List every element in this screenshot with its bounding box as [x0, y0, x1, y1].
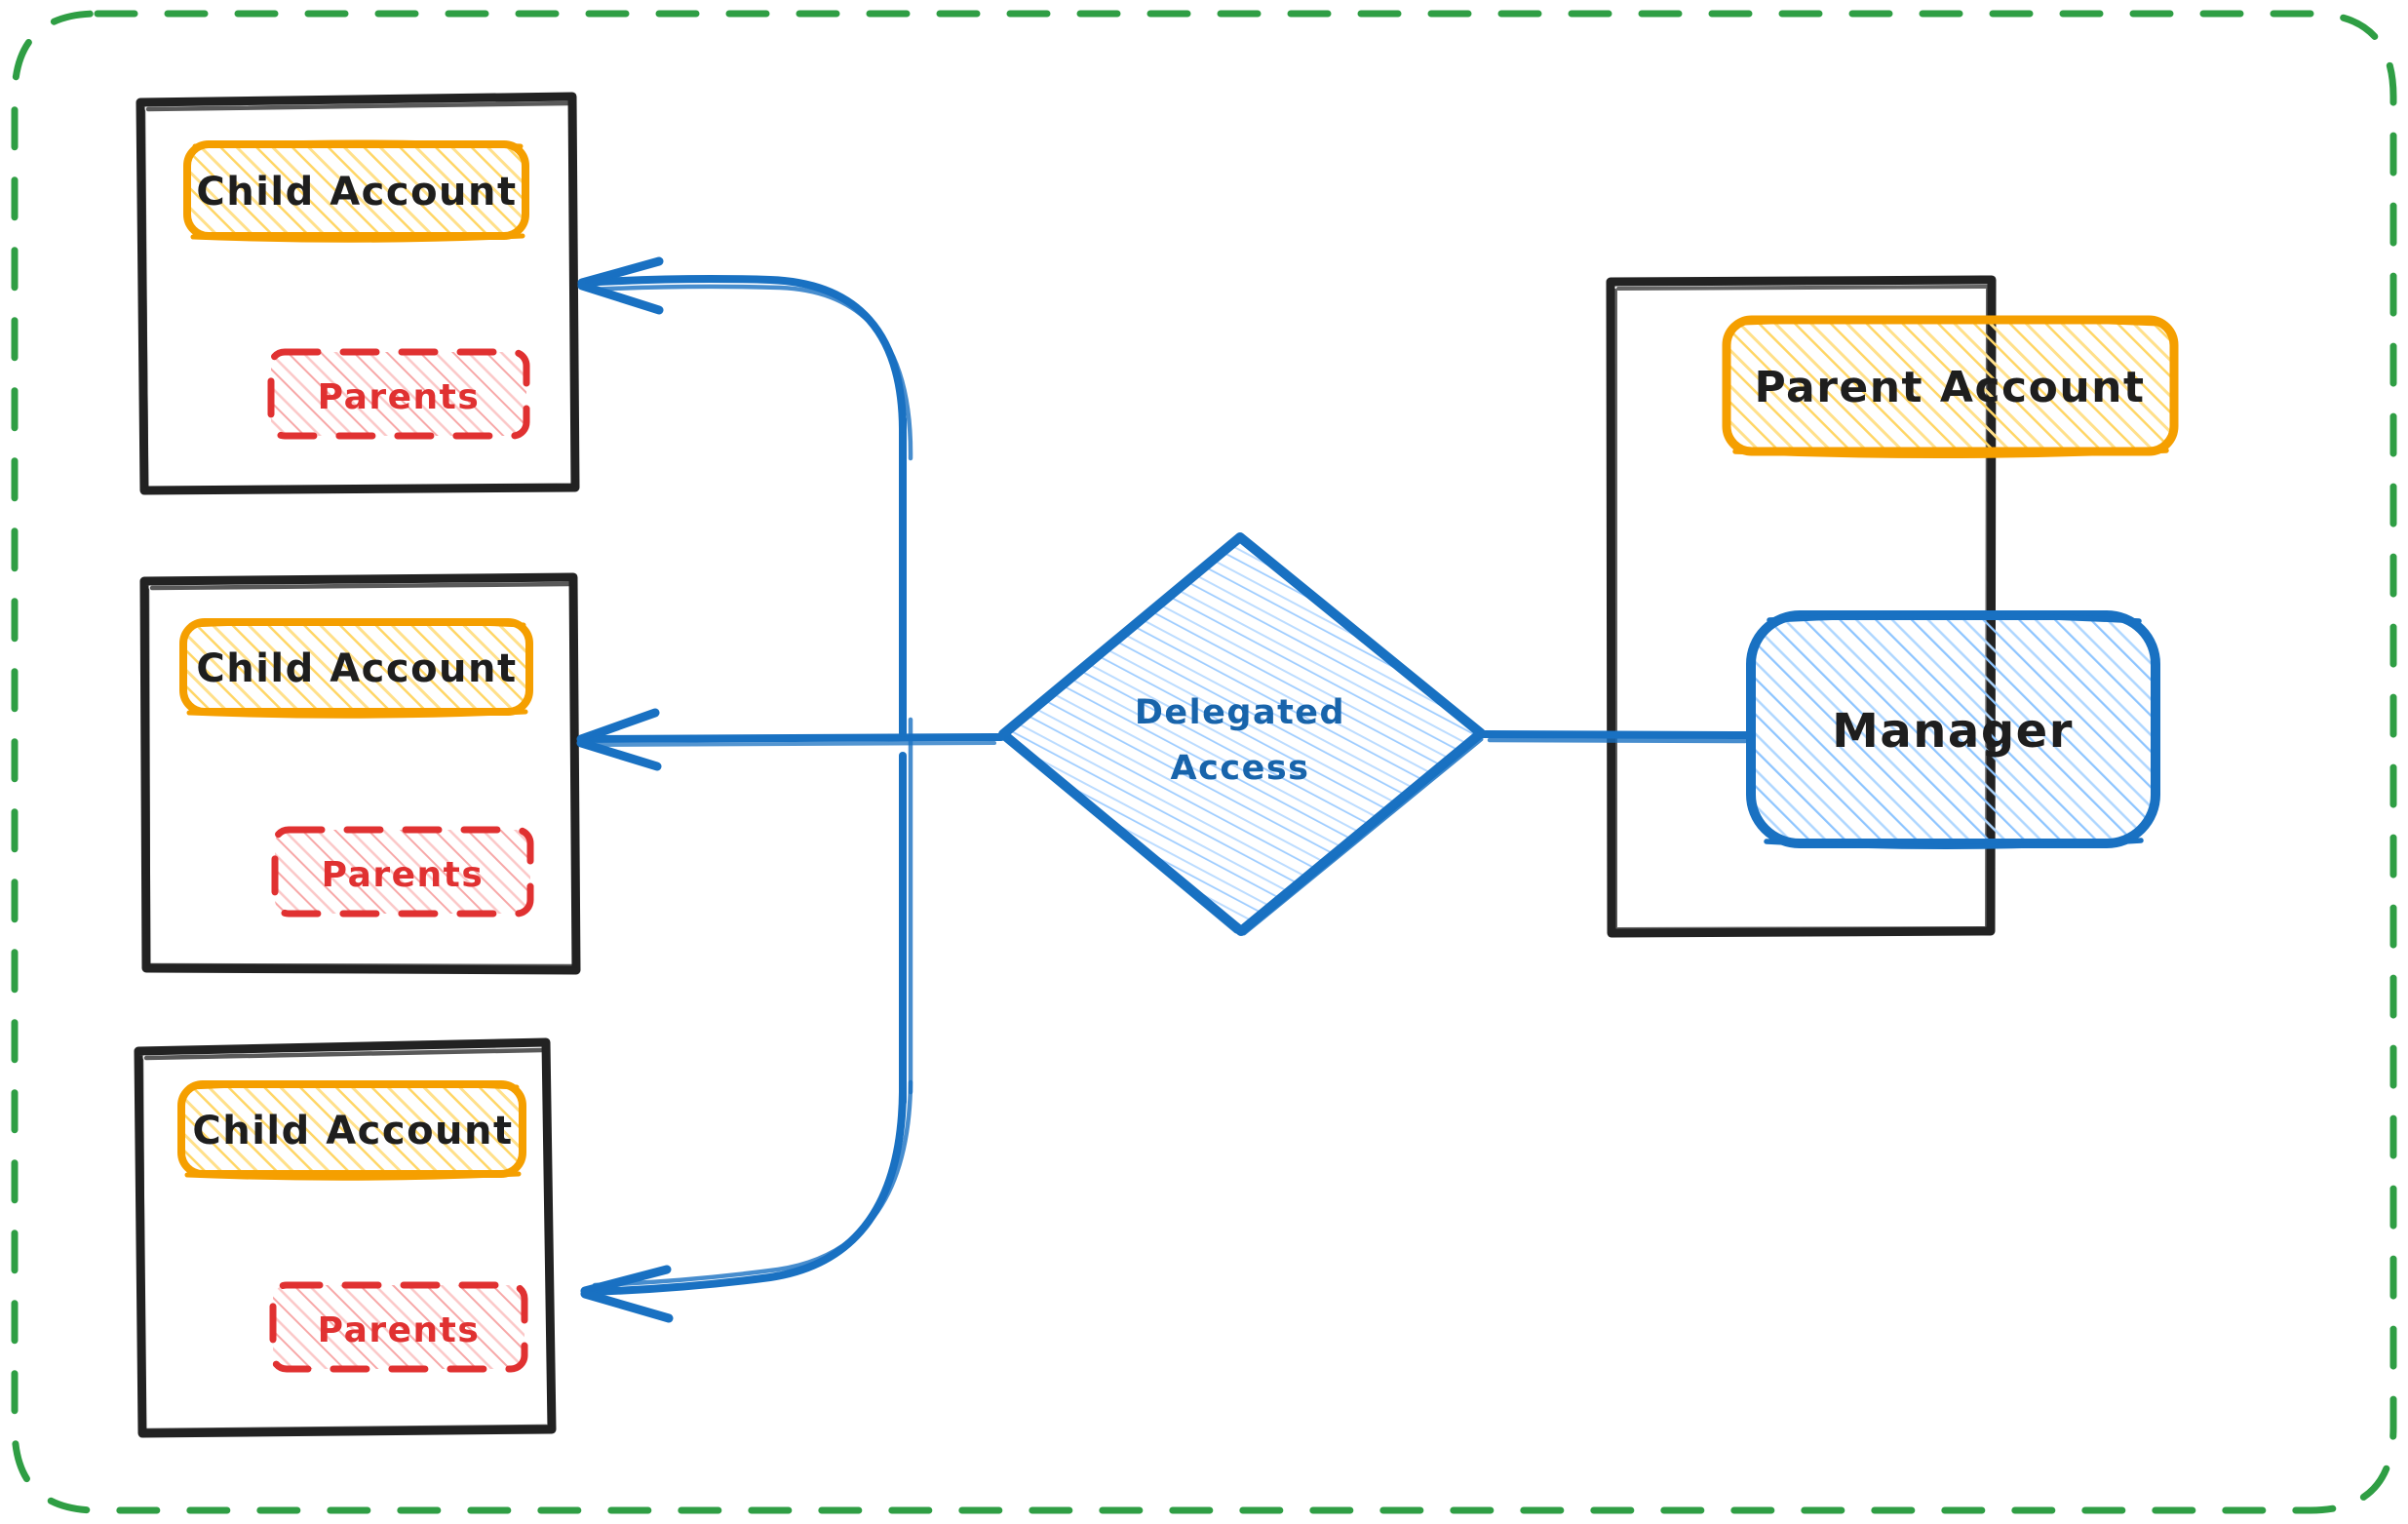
- parent-account-box[interactable]: [1722, 315, 2179, 459]
- child-account-label-2: Child Account: [196, 646, 517, 691]
- parents-label-1: Parents: [318, 377, 481, 417]
- organization-boundary: [11, 10, 2397, 1514]
- parents-box-3[interactable]: [269, 1281, 528, 1373]
- connector-diamond-to-child-1: [577, 256, 913, 461]
- parents-label-2: Parents: [322, 855, 485, 895]
- child-account-box-2[interactable]: [179, 618, 533, 719]
- connector-diamond-to-child-3: [580, 1079, 913, 1323]
- manager-box[interactable]: [1746, 610, 2160, 849]
- delegated-access-label-line1: Delegated: [1135, 693, 1345, 732]
- parent-account-label: Parent Account: [1754, 363, 2145, 412]
- parents-label-3: Parents: [318, 1310, 481, 1350]
- connector-diamond-to-child-2: [576, 708, 1005, 771]
- child-account-label-1: Child Account: [196, 170, 517, 215]
- connector-trunk-vertical: [899, 415, 913, 1106]
- delegated-access-label-line2: Access: [1171, 749, 1310, 788]
- manager-label: Manager: [1832, 704, 2074, 759]
- delegated-access-diamond[interactable]: [998, 532, 1486, 936]
- child-account-box-3[interactable]: [177, 1080, 526, 1181]
- parents-box-1[interactable]: [267, 348, 530, 440]
- child-account-label-3: Child Account: [192, 1109, 513, 1153]
- child-account-box-1[interactable]: [183, 139, 529, 243]
- parents-box-2[interactable]: [271, 826, 534, 918]
- connector-manager-to-diamond: [1479, 730, 1753, 744]
